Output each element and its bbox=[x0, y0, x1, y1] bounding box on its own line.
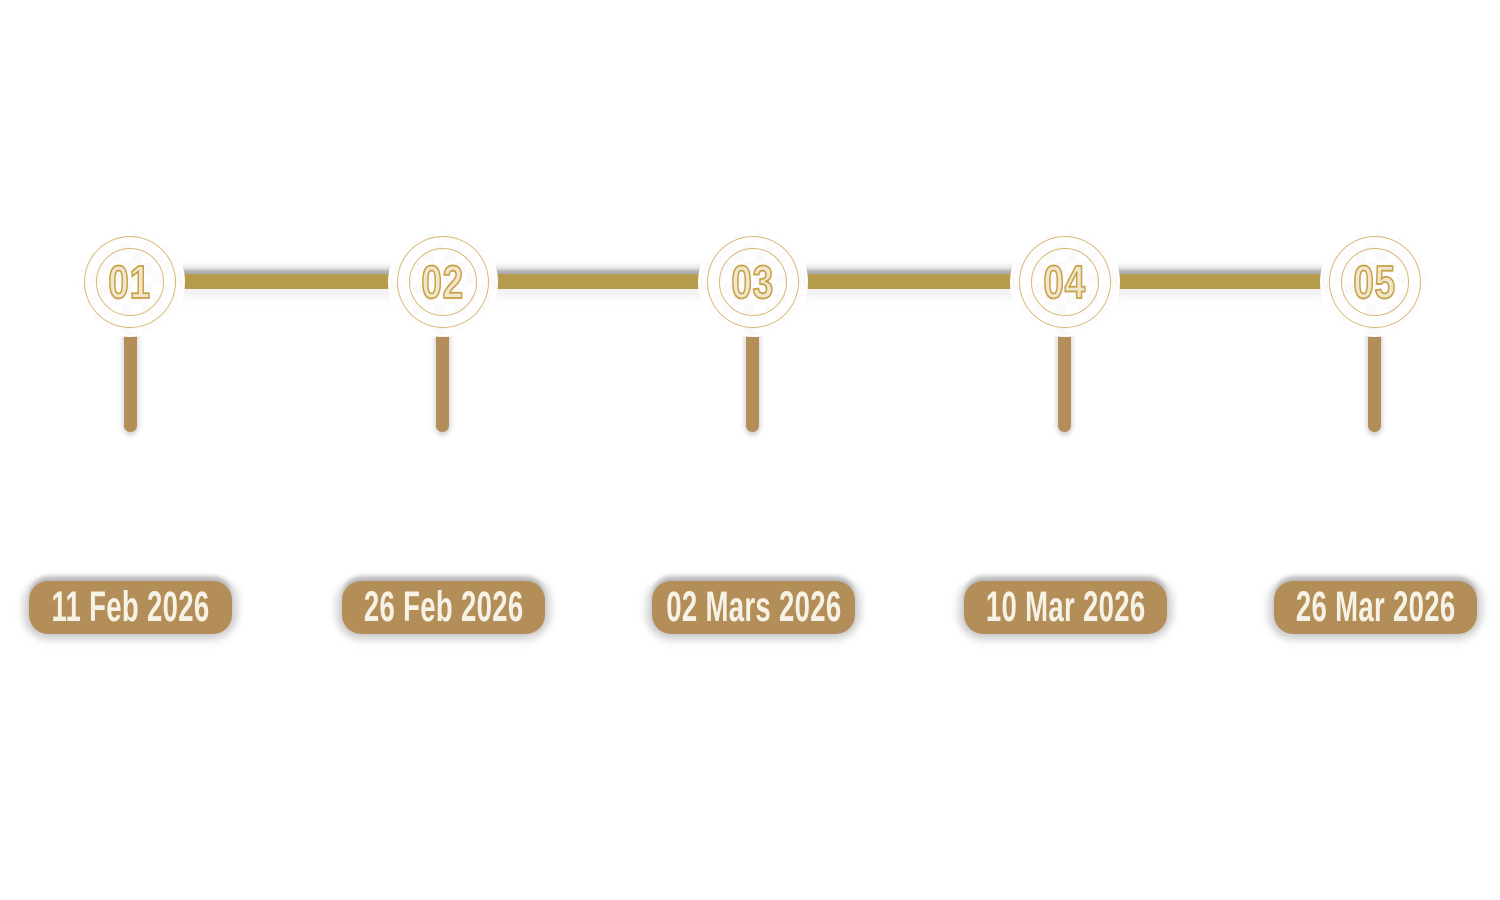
milestone-date: 26 Feb 2026 bbox=[363, 583, 524, 631]
milestone-outer-ring bbox=[1329, 236, 1421, 328]
milestone-node: 05 bbox=[1320, 227, 1430, 337]
timeline-connector-segment bbox=[799, 274, 1019, 289]
milestone-outer-ring bbox=[397, 236, 489, 328]
milestone-date-pill: 02 Mars 2026 bbox=[652, 581, 855, 634]
milestone-date-pill: 26 Feb 2026 bbox=[342, 581, 545, 634]
milestone-node: 03 bbox=[698, 227, 808, 337]
milestone-inner-ring bbox=[409, 248, 477, 316]
milestone-date: 10 Mar 2026 bbox=[985, 583, 1146, 631]
milestone-number: 01 bbox=[108, 256, 152, 308]
milestone-inner-ring bbox=[96, 248, 164, 316]
milestone-date: 26 Mar 2026 bbox=[1295, 583, 1456, 631]
milestone-inner-ring bbox=[1031, 248, 1099, 316]
milestone-stem bbox=[124, 322, 137, 432]
milestone-outer-ring bbox=[1019, 236, 1111, 328]
milestone-node: 02 bbox=[388, 227, 498, 337]
milestone-number: 05 bbox=[1353, 256, 1397, 308]
milestone-node: 04 bbox=[1010, 227, 1120, 337]
milestone-number: 02 bbox=[421, 256, 465, 308]
timeline-connector-segment bbox=[176, 274, 397, 289]
milestone-date: 11 Feb 2026 bbox=[51, 583, 210, 631]
milestone-node: 01 bbox=[75, 227, 185, 337]
milestone-outer-ring bbox=[84, 236, 176, 328]
milestone-inner-ring bbox=[719, 248, 787, 316]
milestone-number: 03 bbox=[731, 256, 775, 308]
milestone-date-pill: 26 Mar 2026 bbox=[1274, 581, 1477, 634]
milestone-date: 02 Mars 2026 bbox=[665, 583, 842, 631]
timeline-connector-segment bbox=[489, 274, 707, 289]
milestone-inner-ring bbox=[1341, 248, 1409, 316]
milestone-outer-ring bbox=[707, 236, 799, 328]
timeline-connector-segment bbox=[1111, 274, 1329, 289]
milestone-date-pill: 11 Feb 2026 bbox=[29, 581, 232, 634]
milestone-stem bbox=[1368, 322, 1381, 432]
milestone-date-pill: 10 Mar 2026 bbox=[964, 581, 1167, 634]
milestone-stem bbox=[436, 322, 449, 432]
milestone-stem bbox=[1058, 322, 1071, 432]
milestone-stem bbox=[746, 322, 759, 432]
milestone-number: 04 bbox=[1043, 256, 1087, 308]
